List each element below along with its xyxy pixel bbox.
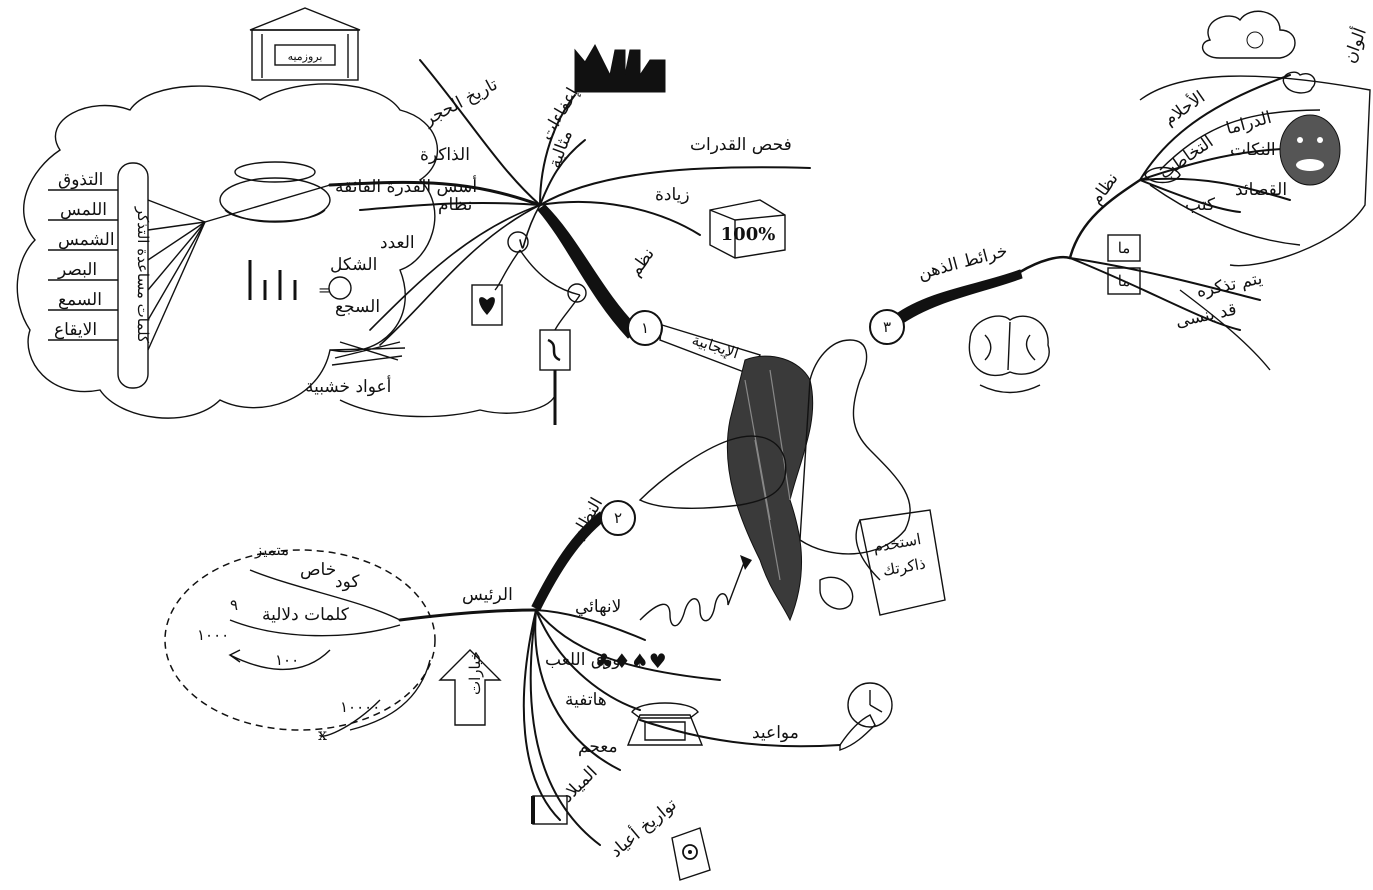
birth-label: الميلاد — [557, 763, 601, 807]
keywords-label: كلمات دلالية — [262, 605, 350, 625]
thought-cloud — [17, 84, 437, 418]
ma-label-bottom: ما — [1118, 272, 1131, 290]
ten-thousand-label: ١٠٠٠٠ — [340, 698, 380, 716]
x-mark: x — [318, 725, 327, 744]
clock-hand-icon — [840, 683, 892, 750]
distinct-label: متميز — [254, 541, 289, 559]
book-icon — [533, 796, 567, 824]
smiling-face-icon — [1280, 115, 1340, 185]
nazm-label: نظم — [625, 244, 659, 280]
system-label: نظام — [438, 195, 472, 215]
memory-label: الذاكرة — [420, 145, 470, 165]
sun-cloud-icon — [1203, 11, 1315, 93]
percent-label: 100% — [721, 224, 776, 245]
brain-icon — [969, 316, 1049, 392]
svg-text:=: = — [318, 281, 331, 299]
flower-card-icon — [672, 828, 710, 880]
branch-1-trunk — [538, 205, 640, 338]
center-bottom-label: ذاكرتك — [881, 554, 927, 579]
foundations-label: أسس القدرة الفائقة — [335, 175, 477, 197]
system-label-3: نظام — [1086, 169, 1122, 209]
hand-with-cloth-illustration: استخدم ذاكرتك — [640, 340, 945, 620]
sense-label: التذوق — [58, 170, 103, 190]
increase-label: زيادة — [655, 185, 690, 205]
thousand-label: ١٠٠٠ — [197, 626, 229, 644]
rhyme-label: السجع — [335, 297, 380, 317]
positive-label: الإيجابية — [690, 331, 741, 363]
branch-2-number: ٢ — [614, 509, 622, 527]
sticks-label: أعواد خشبية — [305, 375, 391, 397]
sense-label: الشمس — [58, 230, 115, 250]
poems-label: القصائد — [1235, 180, 1287, 200]
birthdays-label: تواريخ أعياد — [605, 793, 681, 862]
drama-label: الدراما — [1224, 108, 1274, 139]
code-label: كود — [335, 572, 360, 592]
colors-label: ألوان — [1338, 25, 1371, 66]
special-label: خاص — [300, 560, 336, 580]
hundred-label: ١٠٠ — [275, 651, 299, 669]
sense-label: البصر — [57, 260, 97, 280]
communication-label: التخاطب — [1155, 132, 1217, 184]
choices-label: خيارات — [466, 651, 484, 695]
cards-label: ورق اللعب — [545, 650, 620, 670]
number-label: العدد — [380, 233, 415, 253]
branch-1-number: ١ — [641, 319, 649, 337]
signpost-icon — [540, 330, 570, 425]
factory-icon — [575, 45, 665, 92]
ma-label-top: ما — [1118, 239, 1131, 257]
history-label: تاريخ الحجر — [420, 74, 502, 130]
books-label: كتب — [1185, 195, 1216, 215]
main-label: الرئيس — [462, 585, 513, 605]
spring-icon — [640, 560, 745, 626]
museum-sign: بروزميه — [288, 50, 323, 63]
sense-label: اللمس — [60, 200, 107, 220]
shape-label: الشكل — [330, 255, 377, 275]
infinite-label: لانهائي — [575, 597, 621, 617]
bubble-title: كلمات مساعدة التذكر — [134, 206, 152, 344]
tests-label: فحص القدرات — [690, 135, 792, 155]
sense-label: السمع — [58, 290, 102, 310]
dictionary-label: معجم — [578, 737, 618, 757]
jokes-label: النكات — [1230, 140, 1276, 160]
nine-label: ٩ — [230, 596, 238, 614]
dreams-label: الأحلام — [1160, 86, 1209, 129]
remembered-label: يتم تذكره — [1195, 268, 1265, 301]
branch-3-number: ٣ — [883, 318, 891, 336]
museum-icon: بروزميه — [250, 8, 360, 80]
heart-card-icon — [472, 285, 502, 325]
phone-label: هاتفية — [565, 690, 607, 710]
percent-box-icon: 100% — [710, 200, 785, 258]
sense-label: الايقاع — [54, 320, 97, 340]
center-top-label: استخدم — [872, 530, 923, 556]
sticks-icon — [330, 342, 405, 365]
appointments-label: مواعيد — [752, 723, 799, 743]
